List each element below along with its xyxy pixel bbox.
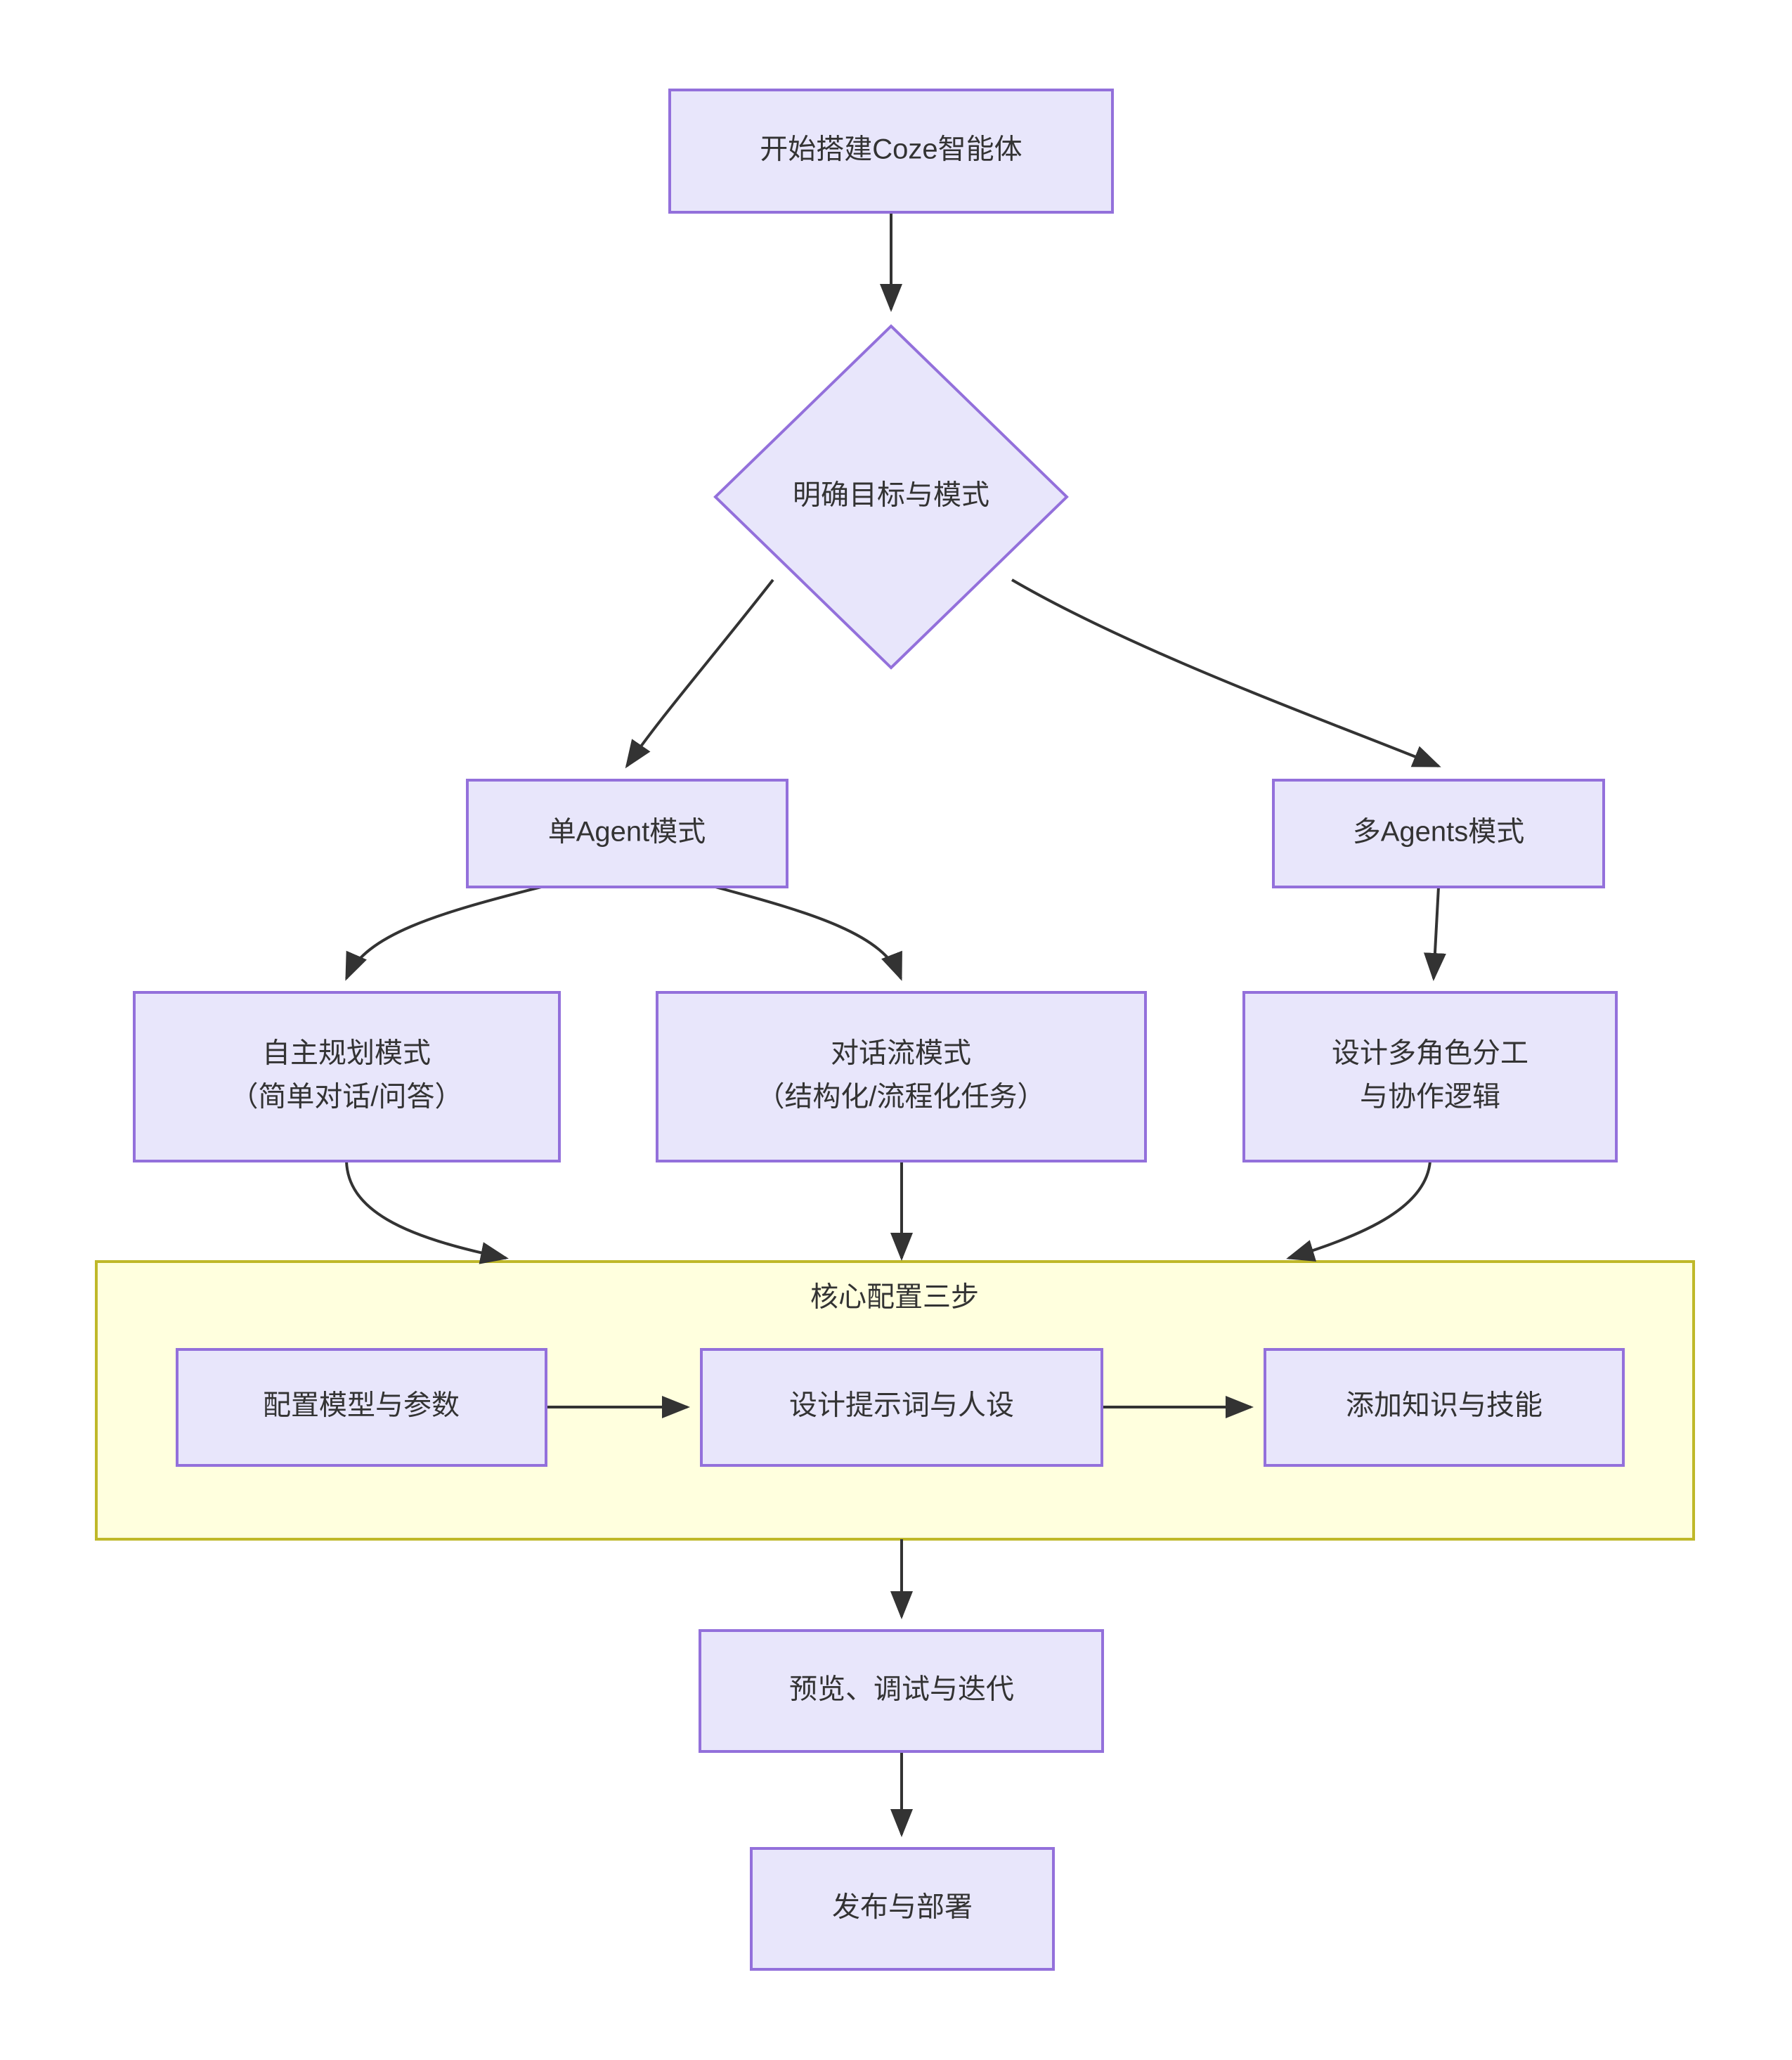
- node-shape[interactable]: [668, 89, 1114, 214]
- node-label: 配置模型与参数: [263, 1390, 460, 1421]
- node-label: （结构化/流程化任务）: [756, 1082, 1045, 1113]
- node-start[interactable]: 开始搭建Coze智能体: [668, 89, 1114, 214]
- node-label: 多Agents模式: [1353, 817, 1525, 848]
- edge-auto-plan-to-core-config: [345, 1160, 509, 1264]
- node-shape[interactable]: [1264, 1348, 1625, 1467]
- node-label: 单Agent模式: [548, 817, 706, 848]
- node-multi-agents[interactable]: 多Agents模式: [1272, 779, 1605, 888]
- cluster-title: 核心配置三步: [810, 1282, 979, 1313]
- node-label: 自主规划模式: [262, 1038, 431, 1069]
- node-label: 发布与部署: [832, 1892, 973, 1923]
- node-label: 设计多角色分工: [1332, 1038, 1528, 1069]
- node-design-prompt[interactable]: 设计提示词与人设: [700, 1348, 1103, 1467]
- node-label: 设计提示词与人设: [789, 1390, 1014, 1421]
- node-shape[interactable]: [466, 779, 788, 888]
- edge-goal-to-single-agent: [625, 578, 774, 769]
- edge-goal-to-multi-agents: [1011, 578, 1441, 767]
- node-single-agent[interactable]: 单Agent模式: [466, 779, 788, 888]
- node-add-knowledge[interactable]: 添加知识与技能: [1264, 1348, 1625, 1467]
- node-shape[interactable]: [1242, 991, 1618, 1162]
- edge-multi-agents-to-role-design: [1423, 886, 1446, 981]
- node-shape[interactable]: [176, 1348, 547, 1467]
- node-label: 明确目标与模式: [793, 480, 989, 511]
- node-shape[interactable]: [750, 1847, 1055, 1971]
- node-shape[interactable]: [700, 1348, 1103, 1467]
- node-label: （简单对话/问答）: [230, 1082, 462, 1113]
- node-label: 对话流模式: [831, 1038, 971, 1069]
- node-publish[interactable]: 发布与部署: [750, 1847, 1055, 1971]
- node-shape[interactable]: [656, 991, 1147, 1162]
- node-shape[interactable]: [699, 1629, 1104, 1753]
- edge-group: [345, 212, 1446, 1837]
- node-label: 开始搭建Coze智能体: [760, 134, 1022, 165]
- node-auto-plan[interactable]: 自主规划模式 （简单对话/问答）: [133, 991, 561, 1162]
- node-goal[interactable]: 明确目标与模式: [713, 324, 1069, 670]
- node-label: 与协作逻辑: [1360, 1082, 1500, 1113]
- edge-single-agent-to-dialog-flow: [715, 886, 902, 981]
- node-config-model[interactable]: 配置模型与参数: [176, 1348, 547, 1467]
- node-shape[interactable]: [1272, 779, 1605, 888]
- node-dialog-flow[interactable]: 对话流模式 （结构化/流程化任务）: [656, 991, 1147, 1162]
- node-label: 添加知识与技能: [1346, 1390, 1543, 1421]
- node-shape[interactable]: [133, 991, 561, 1162]
- edge-role-design-to-core-config: [1286, 1160, 1431, 1262]
- node-label: 预览、调试与迭代: [789, 1674, 1014, 1705]
- node-preview-debug[interactable]: 预览、调试与迭代: [699, 1629, 1104, 1753]
- decision-shape[interactable]: [713, 324, 1069, 670]
- edge-single-agent-to-auto-plan: [345, 886, 542, 981]
